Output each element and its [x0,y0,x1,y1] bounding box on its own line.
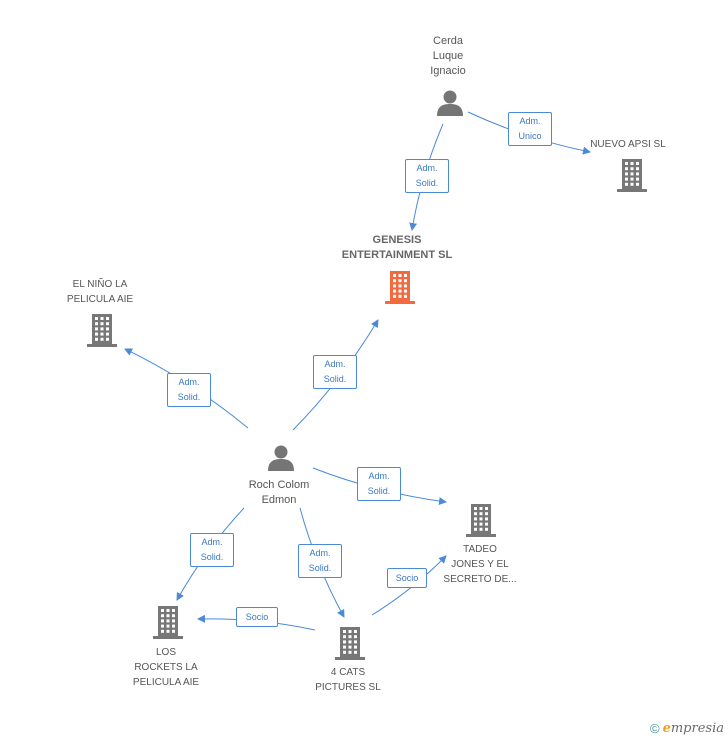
edge-label-roch-cats[interactable]: Adm. Solid. [298,544,342,578]
node-label-tadeo[interactable]: TADEO JONES Y EL SECRETO DE... [443,544,517,585]
person-icon-roch[interactable] [266,443,296,473]
building-icon-rockets[interactable] [152,605,184,639]
node-label-genesis[interactable]: GENESIS ENTERTAINMENT SL [341,234,453,261]
empresia-brand[interactable]: © empresia [650,721,724,736]
node-label-nuevo[interactable]: NUEVO APSI SL [590,139,666,150]
edge-label-roch-nino[interactable]: Adm. Solid. [167,373,211,407]
building-icon-genesis[interactable] [384,270,416,304]
edge-label-roch-genesis[interactable]: Adm. Solid. [313,355,357,389]
edge-label-cerda-nuevo[interactable]: Adm. Unico [508,112,552,146]
edge-label-roch-tadeo[interactable]: Adm. Solid. [357,467,401,501]
building-icon-cats[interactable] [334,626,366,660]
edge-label-cerda-genesis[interactable]: Adm. Solid. [405,159,449,193]
edge-label-cats-rockets[interactable]: Socio [236,607,278,627]
node-label-rockets[interactable]: LOS ROCKETS LA PELICULA AIE [132,647,200,688]
building-icon-nuevo[interactable] [616,158,648,192]
edge-label-cats-tadeo[interactable]: Socio [387,568,427,588]
node-label-nino[interactable]: EL NIÑO LA PELICULA AIE [66,279,134,305]
node-label-cats[interactable]: 4 CATS PICTURES SL [315,667,381,693]
node-label-roch[interactable]: Roch Colom Edmon [248,479,310,506]
brand-logo-text: empresia [662,721,724,736]
node-label-cerda[interactable]: Cerda Luque Ignacio [430,35,466,77]
building-icon-nino[interactable] [86,313,118,347]
building-icon-tadeo[interactable] [465,503,497,537]
copyright-symbol: © [649,721,660,736]
person-icon-cerda[interactable] [435,88,465,118]
edge-label-roch-rockets[interactable]: Adm. Solid. [190,533,234,567]
